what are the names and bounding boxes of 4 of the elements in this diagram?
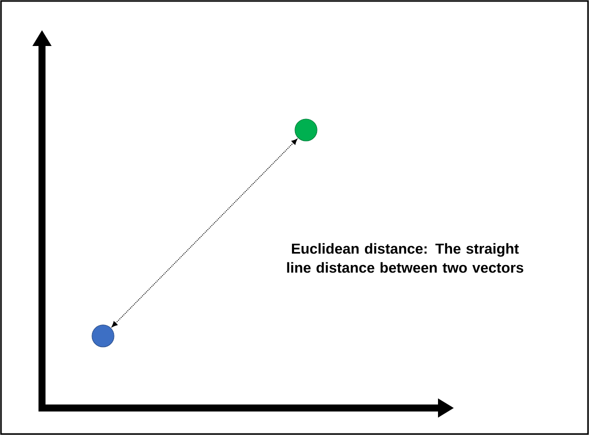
- point-marker: [294, 118, 318, 142]
- annotation-text: Euclidean distance: The straight line distance between two vectors: [287, 243, 524, 273]
- point-marker: [92, 324, 114, 348]
- arrow: [112, 138, 298, 328]
